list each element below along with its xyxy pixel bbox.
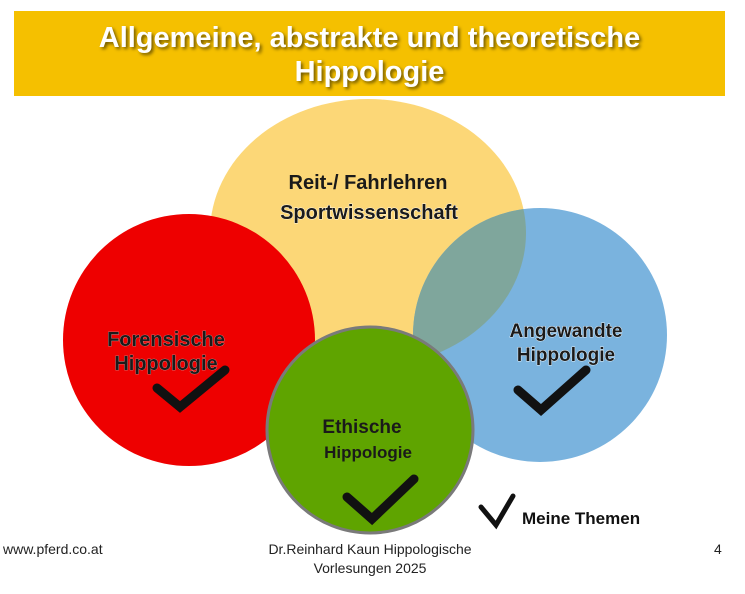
label-left-line-1: Forensische <box>107 329 225 351</box>
title-line-2: Hippologie <box>294 56 445 88</box>
footer-website: www.pferd.co.at <box>3 541 103 557</box>
label-top-line-1: Reit-/ Fahrlehren <box>289 172 448 194</box>
checkmark-icon-forensische <box>152 365 230 413</box>
overlap-top-right <box>413 208 526 367</box>
label-right-line-1: Angewandte <box>510 321 623 342</box>
circle-forensische <box>63 214 315 466</box>
circle-ethische <box>265 325 475 535</box>
checkmark-icon-ethische <box>342 474 419 526</box>
legend-label: Meine Themen <box>522 509 641 528</box>
footer-author-line-2: Vorlesungen 2025 <box>313 560 427 576</box>
title-bar: Allgemeine, abstrakte und theoretische H… <box>14 11 725 96</box>
label-center-line-2: Hippologie <box>324 443 412 462</box>
label-left-line-2: Hippologie <box>114 353 217 375</box>
footer-author-line-1: Dr.Reinhard Kaun Hippologische <box>268 541 472 557</box>
checkmark-icon <box>478 493 516 530</box>
page-number: 4 <box>714 541 722 557</box>
title-line-1: Allgemeine, abstrakte und theoretische <box>98 22 641 54</box>
checkmark-icon-angewandte <box>513 365 591 416</box>
label-center-line-1: Ethische <box>322 417 401 438</box>
label-right-line-2: Hippologie <box>517 345 615 366</box>
label-top-line-2: Sportwissenschaft <box>280 202 458 224</box>
